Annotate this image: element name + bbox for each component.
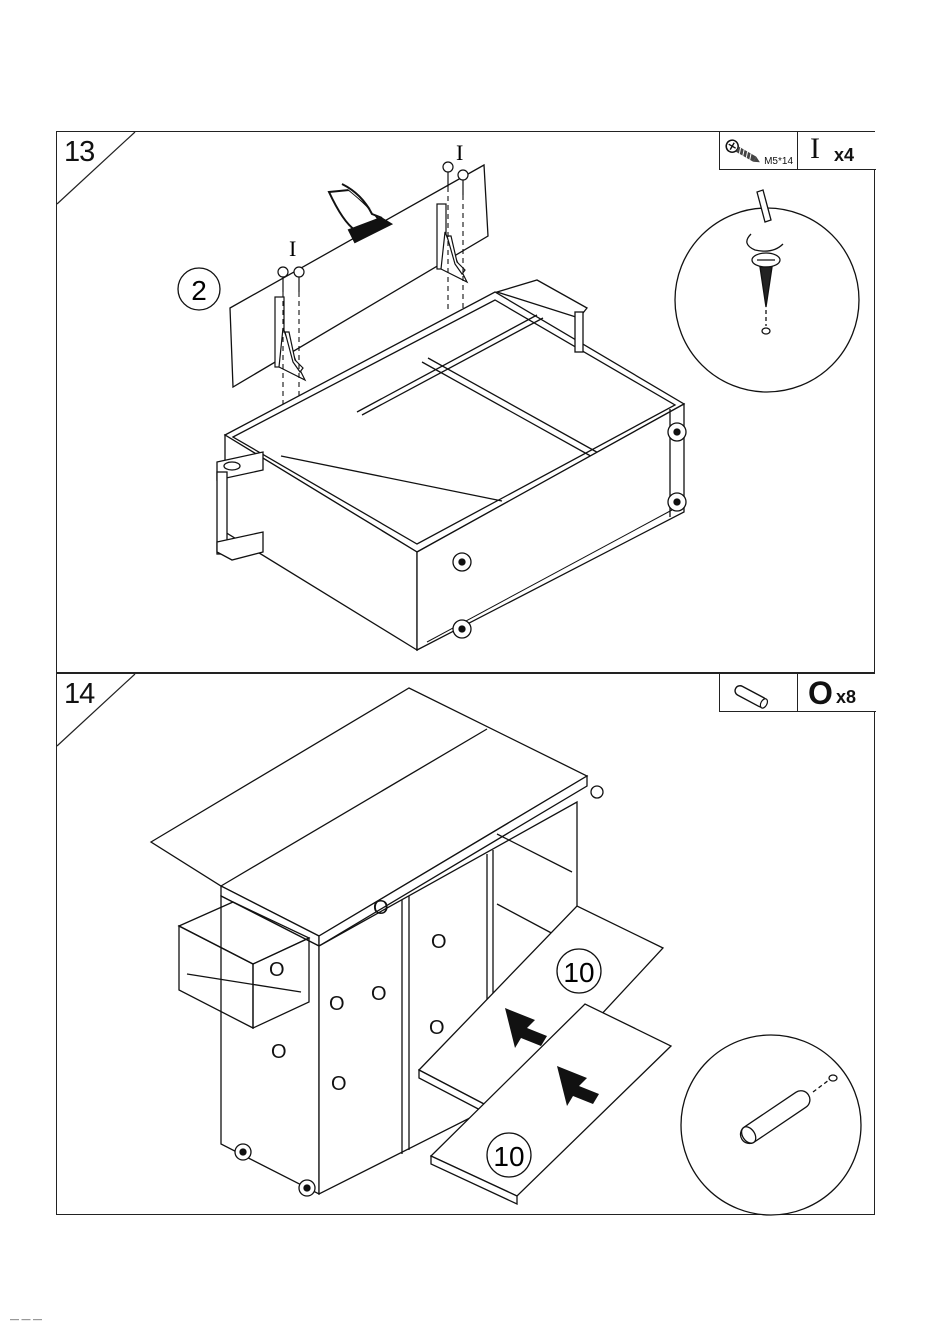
part-label: 2 <box>191 275 207 306</box>
screw-label-left: I <box>289 236 296 261</box>
dowel-detail-callout <box>681 1035 861 1215</box>
step-13-panel: 13 M5*14 I x4 <box>56 131 875 673</box>
screw-detail-callout <box>675 190 859 392</box>
dowel-marker: O <box>431 931 447 953</box>
dowel-marker: O <box>331 1073 347 1095</box>
screw-label-right: I <box>456 140 463 165</box>
dowel-marker: O <box>271 1041 287 1063</box>
dowel-marker: O <box>371 983 387 1005</box>
dowel-marker: O <box>269 959 285 981</box>
dowel-marker: O <box>429 1017 445 1039</box>
part-label-lower: 10 <box>493 1141 524 1172</box>
step-14-drawing: 10 10 O O O O O O O O <box>57 674 876 1216</box>
part-label-upper: 10 <box>563 957 594 988</box>
step-13-drawing: I I 2 <box>57 132 876 674</box>
step-14-panel: 14 O x8 <box>56 673 875 1215</box>
dowel-marker: O <box>329 993 345 1015</box>
dowel-marker: O <box>373 897 389 919</box>
